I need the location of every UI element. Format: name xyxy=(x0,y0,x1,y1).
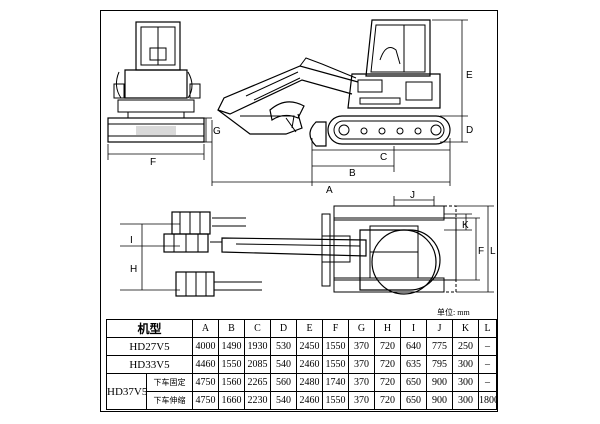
value-cell: 250 xyxy=(452,337,480,356)
value-cell: 540 xyxy=(270,355,298,374)
col-header-d: D xyxy=(270,319,298,338)
value-cell: 2460 xyxy=(296,355,324,374)
value-cell: 370 xyxy=(348,391,376,410)
value-cell: 1550 xyxy=(322,355,350,374)
model-header: 机型 xyxy=(105,319,194,338)
dimension-spec-table: 机型 A B C D E F G H I J K L HD27V5 4000 1… xyxy=(105,319,498,410)
value-cell: 300 xyxy=(452,373,480,392)
front-view xyxy=(107,21,205,143)
drawing-frame xyxy=(100,10,498,412)
value-cell: – xyxy=(478,373,498,392)
value-cell: 300 xyxy=(452,355,480,374)
value-cell: – xyxy=(478,337,498,356)
value-cell: 370 xyxy=(348,373,376,392)
value-cell: 2450 xyxy=(296,337,324,356)
value-cell: 1740 xyxy=(322,373,350,392)
dim-label-l: L xyxy=(490,246,496,257)
value-cell: 2460 xyxy=(296,391,324,410)
value-cell: 2230 xyxy=(244,391,272,410)
value-cell: 300 xyxy=(452,391,480,410)
value-cell: 4460 xyxy=(192,355,220,374)
value-cell: 720 xyxy=(374,373,402,392)
col-header-e: E xyxy=(296,319,324,338)
model-cell: HD33V5 xyxy=(105,355,194,374)
value-cell: 650 xyxy=(400,373,428,392)
col-header-h: H xyxy=(374,319,402,338)
value-cell: 650 xyxy=(400,391,428,410)
value-cell: – xyxy=(478,355,498,374)
col-header-b: B xyxy=(218,319,246,338)
value-cell: 1560 xyxy=(218,373,246,392)
value-cell: 2085 xyxy=(244,355,272,374)
value-cell: 370 xyxy=(348,337,376,356)
dim-label-b: B xyxy=(349,168,356,179)
value-cell: 2265 xyxy=(244,373,272,392)
value-cell: 720 xyxy=(374,337,402,356)
value-cell: 900 xyxy=(426,391,454,410)
col-header-j: J xyxy=(426,319,454,338)
side-view xyxy=(217,19,451,147)
col-header-l: L xyxy=(478,319,498,338)
dim-label-d: D xyxy=(466,125,473,136)
value-cell: 530 xyxy=(270,337,298,356)
dim-label-k: K xyxy=(462,220,469,231)
value-cell: 2480 xyxy=(296,373,324,392)
value-cell: 4750 xyxy=(192,373,220,392)
dim-label-a: A xyxy=(326,185,333,196)
value-cell: 1490 xyxy=(218,337,246,356)
dim-label-f: F xyxy=(150,157,156,168)
dimension-letters: F G C B A D E I H J K F L xyxy=(130,70,496,275)
table-row: HD33V5 4460 1550 2085 540 2460 1550 370 … xyxy=(105,355,498,374)
value-cell: 1550 xyxy=(322,337,350,356)
value-cell: 635 xyxy=(400,355,428,374)
model-cell: HD27V5 xyxy=(105,337,194,356)
value-cell: 560 xyxy=(270,373,298,392)
model-cell: HD37V5 xyxy=(106,373,147,410)
value-cell: 540 xyxy=(270,391,298,410)
value-cell: 1660 xyxy=(218,391,246,410)
table-row: HD27V5 4000 1490 1930 530 2450 1550 370 … xyxy=(105,337,498,356)
value-cell: 720 xyxy=(374,355,402,374)
value-cell: 4000 xyxy=(192,337,220,356)
table-row: 下车伸缩 4750 1660 2230 540 2460 1550 370 72… xyxy=(107,391,498,410)
variant-cell: 下车伸缩 xyxy=(145,391,194,410)
value-cell: 640 xyxy=(400,337,428,356)
unit-label: 单位: mm xyxy=(437,308,470,317)
value-cell: 795 xyxy=(426,355,454,374)
col-header-g: G xyxy=(348,319,376,338)
top-view xyxy=(163,205,457,297)
dim-label-e: E xyxy=(466,70,473,81)
variant-cell: 下车固定 xyxy=(145,373,194,392)
value-cell: 900 xyxy=(426,373,454,392)
col-header-i: I xyxy=(400,319,428,338)
value-cell: 775 xyxy=(426,337,454,356)
col-header-a: A xyxy=(192,319,220,338)
col-header-f: F xyxy=(322,319,350,338)
value-cell: 370 xyxy=(348,355,376,374)
value-cell: 1550 xyxy=(322,391,350,410)
value-cell: 1930 xyxy=(244,337,272,356)
dimension-lines xyxy=(107,19,494,293)
col-header-c: C xyxy=(244,319,272,338)
dim-label-h: H xyxy=(130,264,137,275)
value-cell: 4750 xyxy=(192,391,220,410)
value-cell: 720 xyxy=(374,391,402,410)
dim-label-i: I xyxy=(130,235,133,246)
value-cell: 1800 xyxy=(478,391,498,410)
dim-label-f-top: F xyxy=(478,246,484,257)
dim-label-g: G xyxy=(213,126,221,137)
value-cell: 1550 xyxy=(218,355,246,374)
table-header-row: 机型 A B C D E F G H I J K L xyxy=(105,319,498,338)
dim-label-c: C xyxy=(380,152,387,163)
dim-label-j: J xyxy=(410,190,415,201)
col-header-k: K xyxy=(452,319,480,338)
table-row: HD37V5 下车固定 4750 1560 2265 560 2480 1740… xyxy=(106,373,498,410)
